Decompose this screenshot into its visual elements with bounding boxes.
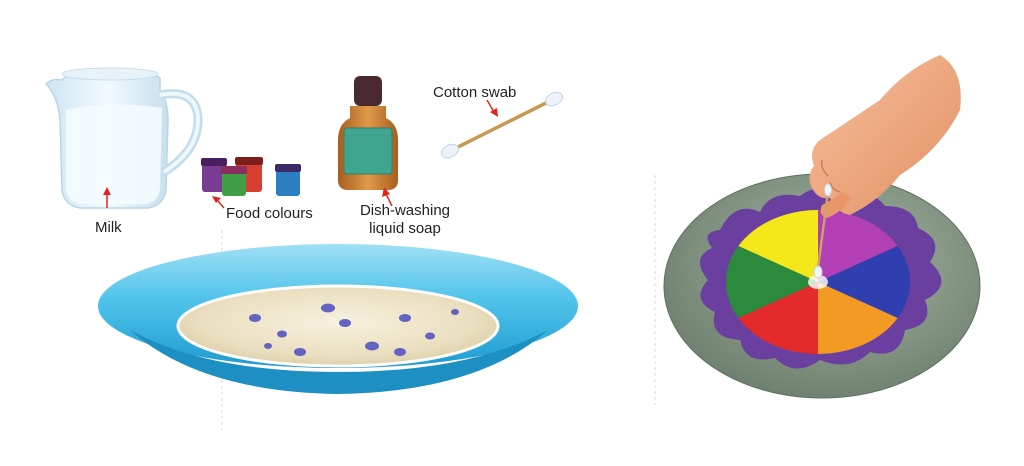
milk-jug [44, 67, 203, 209]
colour-wedge [818, 282, 898, 354]
food-colours-label: Food colours [226, 205, 313, 222]
colour-wedge [738, 209, 818, 282]
hand [809, 55, 961, 218]
wheel-center [808, 275, 828, 289]
colour-wedge [818, 209, 898, 282]
food-colours-arrowhead [212, 196, 221, 203]
milk-colour-spots [249, 303, 459, 356]
soap-label-line2: liquid soap [369, 220, 441, 237]
cotton-swab-in-hand [816, 191, 830, 269]
milk-label: Milk [95, 219, 122, 236]
soap-arrow [385, 193, 393, 207]
food-colours-arrow [216, 199, 225, 209]
soap-label-line1: Dish-washing [359, 202, 451, 219]
food-colour-jars [201, 157, 301, 196]
cotton-swab-label: Cotton swab [433, 84, 517, 101]
cotton-swab-arrowhead [490, 108, 498, 117]
cotton-swab [441, 91, 563, 159]
colour-wedge [725, 246, 818, 318]
colour-wedge [738, 282, 818, 354]
colour-wedge [818, 246, 911, 318]
swab-tip [813, 265, 823, 279]
swab-tip [824, 183, 832, 197]
soap-arrowhead [382, 187, 390, 197]
cotton-swab-arrow [486, 99, 495, 113]
soap-bottle [338, 76, 398, 190]
milk-bowl [98, 244, 578, 394]
milk-arrowhead [103, 187, 111, 195]
colour-wheel [725, 209, 911, 354]
